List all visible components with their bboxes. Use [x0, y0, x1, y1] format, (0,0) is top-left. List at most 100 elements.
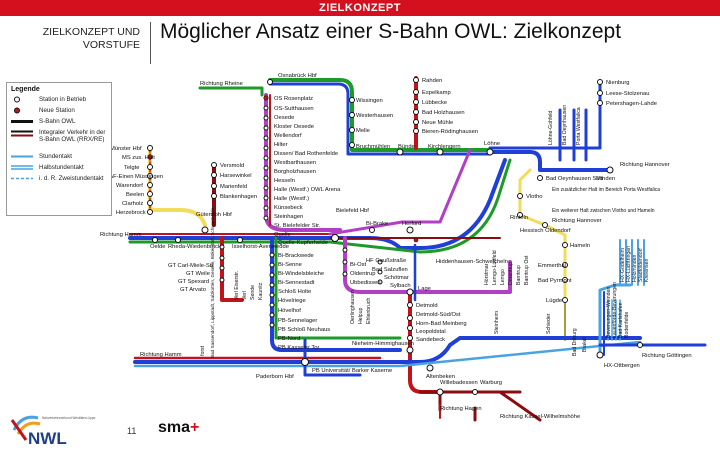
label-gt-spexard: GT Spexard	[178, 279, 209, 285]
label-sennelager: PB-Sennelager	[278, 318, 317, 324]
label-hagen: Richtung Hagen	[440, 406, 482, 412]
label-borgholzhausen: Borgholzhausen	[274, 169, 316, 175]
label-ubbedissen: Ubbedissen	[350, 280, 381, 286]
label-wissingen: Wissingen	[356, 98, 383, 104]
label-lemgo5: Barntrup	[516, 265, 522, 285]
label-pb-nord: PB-Nord	[278, 336, 300, 342]
label-geseke-list: Bad Sassendorf, Lippstadt, Salzkotten, G…	[210, 207, 215, 358]
nwl-logo-mark: Nahverkehrsverbund Westfalen-Lippe NWL	[10, 415, 96, 448]
label-hannover2: Richtung Hannover	[552, 218, 602, 224]
label-buende: Bünde	[398, 144, 415, 150]
label-ehlenbruch: Ehlenbruch	[366, 298, 372, 324]
label-harsewinkel: Harsewinkel	[220, 173, 252, 179]
label-herford: Herford	[402, 221, 421, 227]
label-isselhorst: Isselhorst-Avenwedde	[232, 244, 289, 250]
label-hannover1: Richtung Hannover	[620, 162, 670, 168]
legend-heading: Legende	[11, 86, 40, 93]
label-lemgo4: Dörentrup	[508, 262, 514, 285]
page-title: Möglicher Ansatz einer S-Bahn OWL: Zielk…	[160, 20, 622, 43]
line-kassel	[438, 390, 542, 422]
label-vlotho: Vlotho	[526, 194, 542, 200]
label-hoevelriege: Hövelriege	[278, 298, 306, 304]
label-sende: Sende	[250, 285, 256, 300]
label-hesseln: Hesseln	[274, 178, 295, 184]
label-steinheim: Steinheim	[494, 311, 500, 334]
line-loehne-minden	[488, 150, 612, 172]
label-bi-ost: Bi-Ost	[350, 262, 366, 268]
label-rinteln: Rinteln	[510, 215, 528, 221]
label-willebadessen: Willebadessen	[440, 380, 478, 386]
label-bielefeld: Bielefeld Hbf	[336, 208, 369, 214]
label-kloster: Kloster Oesede	[274, 124, 314, 130]
label-hessisch: Hessisch Oldendorf	[520, 228, 571, 234]
label-holte: Schloß Holte	[278, 289, 311, 295]
label-hx-list1: HX-Godelheim	[620, 248, 626, 282]
label-melle: Melle	[356, 128, 370, 134]
header-bar: ZIELKONZEPT	[0, 0, 720, 16]
label-gt-arvato: GT Arvato	[180, 287, 206, 293]
label-altenbeken: Altenbeken	[426, 374, 455, 380]
label-beelen: Beelen	[126, 192, 144, 198]
label-pb-uni: PB Universität/ Barker Kaserne	[312, 368, 392, 374]
label-badholzhausen: Bad Holzhausen	[422, 110, 465, 116]
label-lage: Lage	[418, 286, 431, 292]
label-hf-gauss: HF Gaußstraße	[366, 258, 406, 264]
label-loehne: Löhne	[484, 141, 500, 147]
label-guetersloh: Gütersloh Hbf	[196, 212, 232, 218]
label-petershagen: Petershagen-Lahde	[606, 101, 657, 107]
label-oldentrup: Oldentrup	[350, 271, 375, 277]
label-bieren: Bieren-Rödinghausen	[422, 129, 478, 135]
label-kirchlengern: Kirchlengern	[428, 144, 461, 150]
label-rosenplatz: OS Rosenplatz	[274, 96, 313, 102]
label-osnabrueck: Osnabrück Hbf	[278, 73, 317, 79]
label-blankenhagen: Blankenhagen	[220, 194, 257, 200]
label-brakel: Brakel	[582, 337, 588, 352]
label-bev3: Bad Karlshafen	[618, 302, 624, 338]
label-sylbach: Sylbach	[390, 283, 411, 289]
label-gt-weile: GT Weile	[186, 271, 210, 277]
label-hx-list4: Stadtoldendorf	[638, 248, 644, 282]
label-warburg: Warburg	[480, 380, 502, 386]
label-schoetmar: Schötmar	[384, 275, 409, 281]
label-paderborn: Paderborn Hbf	[256, 374, 294, 380]
label-hamm2: Richtung Hamm	[140, 352, 182, 358]
label-kaunitz: Kaunitz	[258, 282, 264, 300]
line-lage-lemgo	[343, 236, 512, 294]
label-emmerthal: Emmerthal	[538, 263, 566, 269]
label-note-porta: Ein zusätzlicher Halt im Bereich Porta W…	[552, 187, 660, 193]
label-marienfeld: Marienfeld	[220, 184, 247, 190]
title-divider	[150, 22, 151, 64]
label-lemgo6: Barntrup Ost	[524, 255, 530, 285]
label-salzuflen: Bad Salzuflen	[372, 267, 408, 273]
label-waf: WAF-Einen Müssingen	[104, 174, 163, 180]
label-leese: Leese-Stolzenau	[606, 91, 650, 97]
label-detmold-sued: Detmold-Süd/Ost	[416, 312, 461, 318]
label-sandebeck: Sandebeck	[416, 337, 445, 343]
label-bev2: Lauenförde-Beverungen	[612, 282, 618, 338]
label-steinhagen: Steinhagen	[274, 214, 303, 220]
label-hiddenhausen: Hiddenhausen-Schweicheln	[436, 259, 508, 265]
label-herzebrock: Herzebrock	[116, 210, 146, 216]
label-verl: Verl	[242, 291, 248, 300]
label-oeyn1: Löhne-Gohfeld	[548, 111, 554, 145]
line-osnabrueck-bielefeld	[264, 93, 342, 232]
label-luebbecke: Lübbecke	[422, 100, 447, 106]
label-lemgo3: Lemgo	[500, 269, 506, 285]
logo-nwl-text: NWL	[28, 429, 67, 446]
label-horn: Horn-Bad Meinberg	[416, 321, 467, 327]
page-number: 11	[127, 426, 137, 436]
label-rahden: Rahden	[422, 78, 442, 84]
label-versmold: Versmold	[220, 163, 244, 169]
label-windelsbleiche: Bi-Windelsbleiche	[278, 271, 324, 277]
logo-small-text: Nahverkehrsverbund Westfalen-Lippe	[42, 416, 96, 420]
label-hx: HX-Ottbergen	[604, 363, 640, 369]
label-schieder: Schieder	[546, 313, 552, 334]
label-hoevelhof: Hövelhof	[278, 308, 301, 314]
label-goettingen: Richtung Göttingen	[642, 353, 692, 359]
label-espelkamp: Espelkamp	[422, 90, 451, 96]
line-goettingen	[598, 283, 632, 357]
label-sutthausen: OS-Sutthausen	[274, 106, 314, 112]
label-wellendorf: Wellendorf	[274, 133, 302, 139]
label-neuhaus: PB Schloß Neuhaus	[278, 327, 330, 333]
